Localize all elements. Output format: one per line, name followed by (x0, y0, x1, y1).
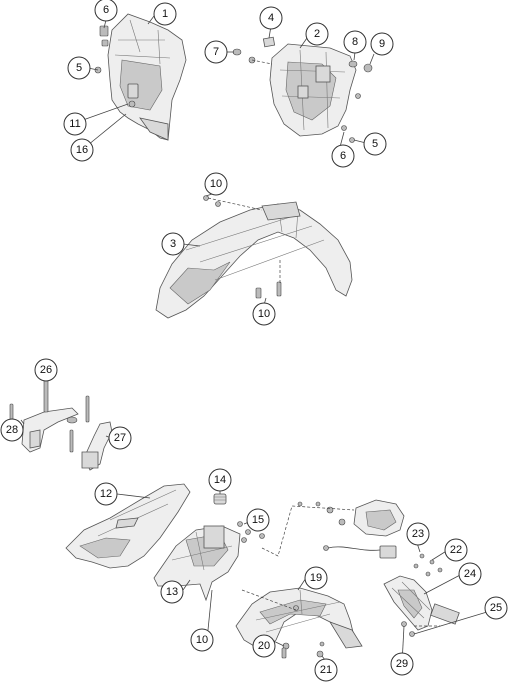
cable-part (323, 545, 397, 559)
hand-guard-left-part (9, 377, 79, 453)
svg-text:9: 9 (379, 38, 385, 50)
svg-text:5: 5 (372, 138, 378, 150)
svg-text:16: 16 (76, 144, 88, 156)
callout-26: 26 (34, 358, 58, 382)
assembly-lines (207, 59, 440, 627)
callout-22: 22 (444, 538, 468, 562)
callout-19: 19 (304, 566, 328, 590)
callout-20: 20 (252, 634, 276, 658)
svg-text:14: 14 (214, 474, 226, 486)
callout-4: 4 (259, 6, 283, 30)
svg-text:10: 10 (196, 634, 208, 646)
callout-2: 2 (305, 22, 329, 46)
callout-6b: 6 (331, 144, 355, 168)
svg-text:8: 8 (352, 36, 358, 48)
svg-text:10: 10 (258, 308, 270, 320)
callout-21: 21 (314, 658, 338, 682)
side-cover-part (65, 483, 191, 569)
callout-8: 8 (343, 30, 367, 54)
callout-9: 9 (370, 32, 394, 56)
hand-guard-right-part (69, 395, 113, 471)
callout-3: 3 (161, 232, 185, 256)
svg-text:1: 1 (162, 8, 168, 20)
callout-12: 12 (94, 482, 118, 506)
callout-14: 14 (208, 468, 232, 492)
svg-text:20: 20 (258, 640, 270, 652)
callout-23: 23 (406, 522, 430, 546)
callout-13: 13 (160, 580, 184, 604)
svg-text:23: 23 (412, 528, 424, 540)
svg-text:21: 21 (320, 664, 332, 676)
fender-screws (203, 195, 282, 299)
headlight-mask-part (107, 13, 187, 141)
svg-text:6: 6 (103, 4, 109, 16)
svg-text:22: 22 (450, 544, 462, 556)
callout-16: 16 (70, 138, 94, 162)
callout-15: 15 (246, 508, 270, 532)
svg-text:11: 11 (69, 118, 80, 130)
svg-text:4: 4 (268, 12, 274, 24)
svg-text:15: 15 (252, 514, 264, 526)
svg-text:26: 26 (40, 364, 52, 376)
callout-28: 28 (0, 418, 24, 442)
svg-text:6: 6 (340, 150, 346, 162)
headlight-housing-part (269, 43, 357, 137)
spring-14 (213, 493, 227, 505)
callout-10a: 10 (204, 172, 228, 196)
svg-text:2: 2 (314, 28, 320, 40)
callout-5b: 5 (363, 132, 387, 156)
plate-bracket-part (383, 575, 460, 631)
svg-text:29: 29 (396, 658, 408, 670)
callout-7: 7 (204, 40, 228, 64)
fastener-set-headlight (232, 36, 373, 143)
callout-11: 11 (63, 112, 87, 136)
reflector-screws (401, 553, 443, 637)
svg-text:5: 5 (76, 62, 82, 74)
rear-fender-part (235, 587, 363, 649)
svg-text:7: 7 (213, 46, 219, 58)
callout-5a: 5 (67, 56, 91, 80)
svg-text:27: 27 (114, 432, 126, 444)
callout-6a: 6 (94, 0, 118, 22)
svg-text:25: 25 (490, 602, 502, 614)
svg-text:13: 13 (166, 586, 178, 598)
screws-15 (237, 521, 265, 543)
svg-text:19: 19 (310, 572, 322, 584)
callout-10b: 10 (252, 302, 276, 326)
callout-25: 25 (484, 596, 508, 620)
front-fender-part (155, 201, 353, 319)
callout-27: 27 (108, 426, 132, 450)
svg-text:12: 12 (100, 488, 112, 500)
svg-text:3: 3 (170, 238, 176, 250)
svg-text:28: 28 (6, 424, 18, 436)
callout-29: 29 (390, 652, 414, 676)
svg-text:10: 10 (210, 178, 222, 190)
callout-1: 1 (153, 2, 177, 26)
bracket-small-part (94, 25, 139, 108)
callout-24: 24 (458, 562, 482, 586)
tail-light-part (297, 499, 405, 537)
callout-10c: 10 (190, 628, 214, 652)
svg-text:24: 24 (464, 568, 476, 580)
